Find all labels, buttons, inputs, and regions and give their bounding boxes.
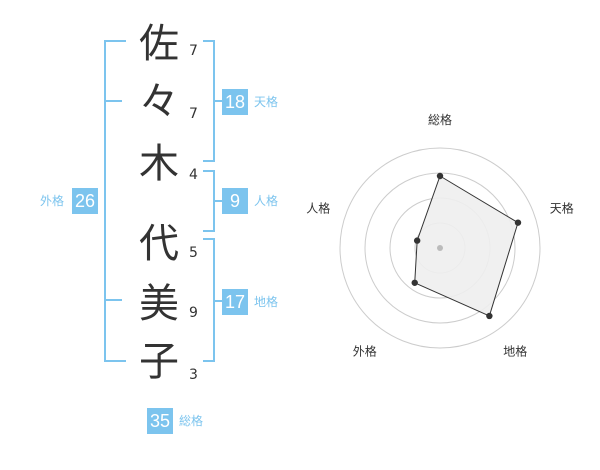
gaikaku-label: 外格 (40, 194, 65, 208)
radar-axis-label-tenkaku: 天格 (550, 200, 574, 215)
tenkaku-label: 天格 (254, 95, 279, 109)
name-char-6: 子 (139, 339, 179, 385)
chikaku-label: 地格 (254, 295, 279, 309)
name-char-3: 木 (139, 141, 179, 187)
jinkaku-label: 人格 (254, 194, 279, 208)
radar-points (411, 172, 522, 320)
soukaku-label: 総格 (179, 414, 204, 428)
gaikaku-bracket (104, 40, 126, 362)
radar-point-0 (436, 172, 444, 180)
radar-center (437, 245, 443, 251)
radar-point-1 (514, 219, 522, 226)
name-char-4: 代 (139, 221, 179, 267)
radar-axis-label-gaikaku: 外格 (353, 344, 377, 359)
gaikaku-bracket-tick (104, 100, 122, 102)
soukaku-value: 35 (147, 408, 173, 434)
radar-ring (339, 147, 541, 349)
gaikaku-value: 26 (72, 188, 98, 214)
tenkaku-bracket-connector (213, 100, 222, 102)
name-char-2: 々 (139, 79, 179, 125)
radar-point-4 (413, 237, 421, 244)
radar-chart: 総格 天格 地格 外格 人格 (306, 112, 574, 359)
radar-point-2 (486, 312, 493, 320)
jinkaku-bracket-connector (213, 200, 222, 202)
chikaku-value: 17 (222, 289, 248, 315)
stroke-count-2: 7 (189, 106, 198, 122)
chikaku-bracket-connector (213, 300, 222, 302)
stroke-count-6: 3 (189, 367, 198, 383)
stroke-count-3: 4 (189, 167, 198, 183)
name-char-1: 佐 (139, 21, 179, 67)
stroke-count-4: 5 (189, 245, 198, 261)
radar-axis-label-jinkaku: 人格 (306, 200, 330, 215)
name-char-5: 美 (139, 281, 179, 327)
radar-axis-label-chikaku: 地格 (503, 344, 527, 359)
stroke-count-1: 7 (189, 43, 198, 59)
radar-axis-label-soukaku: 総格 (428, 112, 452, 127)
radar-polygon (414, 175, 519, 317)
stroke-count-5: 9 (189, 305, 198, 321)
tenkaku-value: 18 (222, 89, 248, 115)
radar-point-3 (411, 279, 418, 286)
gaikaku-bracket-tick (104, 299, 122, 301)
jinkaku-value: 9 (222, 188, 248, 214)
